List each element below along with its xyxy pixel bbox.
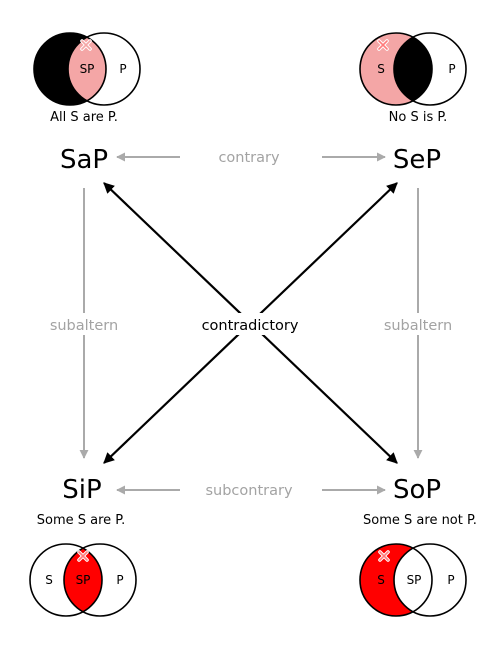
corner-sep: SeP [393,145,441,175]
venn-o-circle-p [393,543,467,617]
venn-diagram-all-s-are-p: SP P [33,32,141,106]
caption-e: No S is P. [389,110,448,125]
label-subaltern-right: subaltern [384,318,452,334]
venn-e-left-label: S [377,62,385,76]
venn-i-intersection-region [64,544,102,616]
venn-o-right-label: P [447,573,454,587]
venn-diagram-some-s-are-p: S SP P [29,543,137,617]
venn-i-left-label: S [45,573,53,587]
subaltern-right-label-bg [378,313,458,335]
label-contrary: contrary [218,150,280,166]
caption-o: Some S are not P. [363,513,477,528]
venn-a-circle-p [67,32,141,106]
caption-a: All S are P. [50,110,118,125]
cross-icon [377,39,389,51]
caption-i: Some S are P. [37,513,126,528]
venn-a-circle-s [33,32,107,106]
corner-sip: SiP [62,475,101,505]
venn-e-circle-s [359,32,433,106]
venn-i-right-label: P [116,573,123,587]
contradictory-label-bg [190,313,312,335]
venn-e-right-label: P [448,62,455,76]
label-subcontrary: subcontrary [205,483,292,499]
venn-a-center-label: SP [80,62,95,76]
venn-e-intersection-region [394,33,432,105]
venn-diagram-no-s-is-p: S P [359,32,467,106]
venn-e-circle-p [393,32,467,106]
venn-o-center-label: SP [407,573,422,587]
label-subaltern-left: subaltern [50,318,118,334]
venn-a-intersection-region [68,33,106,105]
venn-o-intersection-region [394,544,432,616]
cross-icon [77,550,89,562]
venn-i-circle-s [29,543,103,617]
venn-a-right-label: P [119,62,126,76]
corner-sap: SaP [60,145,108,175]
venn-diagram-some-s-are-not-p: S SP P [359,543,467,617]
venn-o-left-label: S [377,573,385,587]
venn-o-circle-s [359,543,433,617]
cross-icon [378,550,390,562]
cross-icon [80,39,92,51]
venn-i-center-label: SP [76,573,91,587]
venn-i-circle-p [63,543,137,617]
corner-sop: SoP [393,475,441,505]
label-contradictory: contradictory [202,318,299,334]
